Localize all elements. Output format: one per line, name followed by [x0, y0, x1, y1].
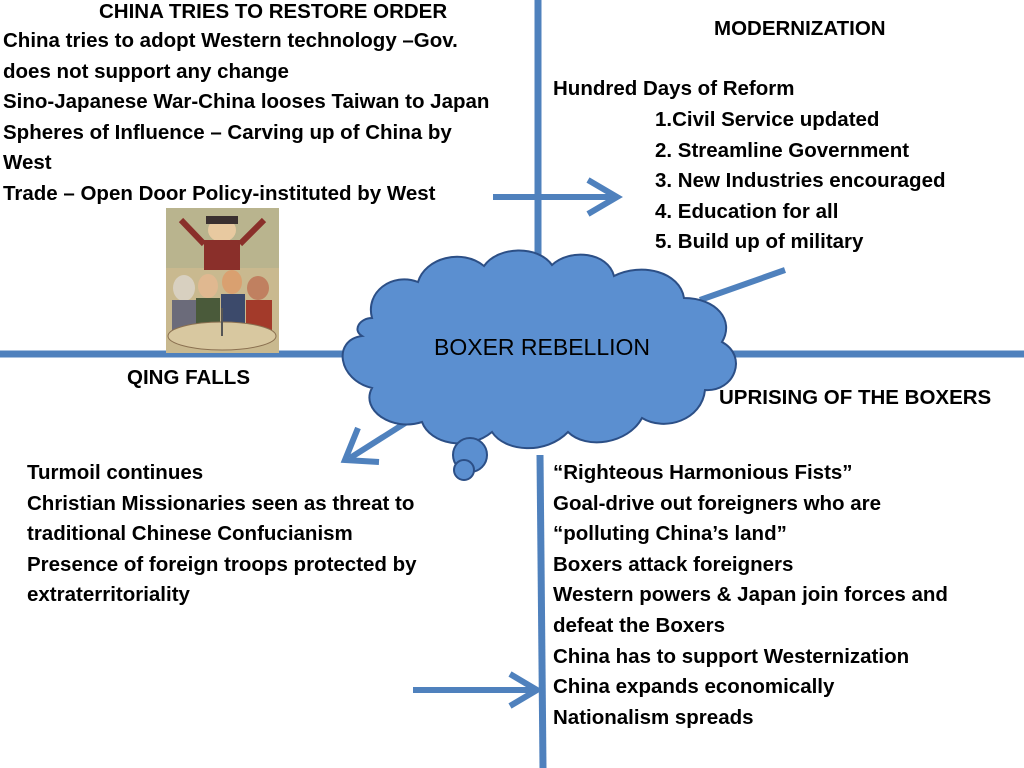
political-cartoon-image [166, 208, 279, 353]
top-left-line-5: West [3, 151, 52, 175]
bottom-right-line-9: Nationalism spreads [553, 705, 754, 729]
reform-item-4: 4. Education for all [655, 199, 839, 223]
bottom-right-line-2: Goal-drive out foreigners who are [553, 491, 882, 515]
top-left-text-block: China tries to adopt Western technology … [3, 26, 489, 210]
reform-list: 1.Civil Service updated 2. Streamline Go… [655, 105, 946, 258]
bottom-left-line-1: Turmoil continues [27, 461, 204, 484]
bottom-right-line-1: “Righteous Harmonious Fists” [553, 461, 853, 484]
arrow-right-top [493, 177, 623, 217]
reform-item-2: 2. Streamline Government [655, 138, 910, 162]
heading-china-restores-order: CHINA TRIES TO RESTORE ORDER [99, 0, 448, 23]
heading-modernization: MODERNIZATION [714, 17, 886, 40]
bottom-left-line-3: traditional Chinese Confucianism [27, 522, 353, 546]
arrow-down-left [340, 417, 412, 465]
bottom-left-line-4: Presence of foreign troops protected by [27, 552, 417, 576]
top-left-line-2: does not support any change [3, 59, 289, 83]
boxer-rebellion-cloud [341, 249, 737, 481]
bottom-left-text-block: Turmoil continues Christian Missionaries… [27, 458, 417, 611]
arrow-right-bottom [413, 671, 543, 709]
bottom-right-line-8: China expands economically [553, 675, 835, 699]
bottom-right-line-3: “polluting China’s land” [553, 522, 787, 546]
vertical-axis-bottom [536, 454, 547, 768]
reform-item-3: 3. New Industries encouraged [655, 169, 946, 193]
top-left-line-6: Trade – Open Door Policy-instituted by W… [3, 181, 436, 205]
bottom-right-line-6: defeat the Boxers [553, 613, 726, 637]
boxer-rebellion-label: BOXER REBELLION [434, 334, 651, 360]
top-left-line-1: China tries to adopt Western technology … [3, 29, 458, 52]
bottom-right-text-block: “Righteous Harmonious Fists” Goal-drive … [553, 458, 948, 733]
bottom-left-line-5: extraterritoriality [27, 583, 190, 607]
top-left-line-4: Spheres of Influence – Carving up of Chi… [3, 120, 452, 144]
bottom-right-line-4: Boxers attack foreigners [553, 552, 794, 576]
bottom-right-line-5: Western powers & Japan join forces and [553, 583, 948, 607]
reform-item-5: 5. Build up of military [655, 230, 864, 254]
hundred-days-heading: Hundred Days of Reform [553, 77, 795, 100]
connector-cloud-top-right [699, 267, 786, 303]
top-left-line-3: Sino-Japanese War-China looses Taiwan to… [3, 90, 490, 114]
reform-item-1: 1.Civil Service updated [655, 108, 880, 131]
bottom-left-line-2: Christian Missionaries seen as threat to [27, 491, 415, 515]
heading-qing-falls: QING FALLS [127, 366, 250, 389]
heading-uprising-of-boxers: UPRISING OF THE BOXERS [719, 386, 992, 409]
bottom-right-line-7: China has to support Westernization [553, 644, 910, 668]
